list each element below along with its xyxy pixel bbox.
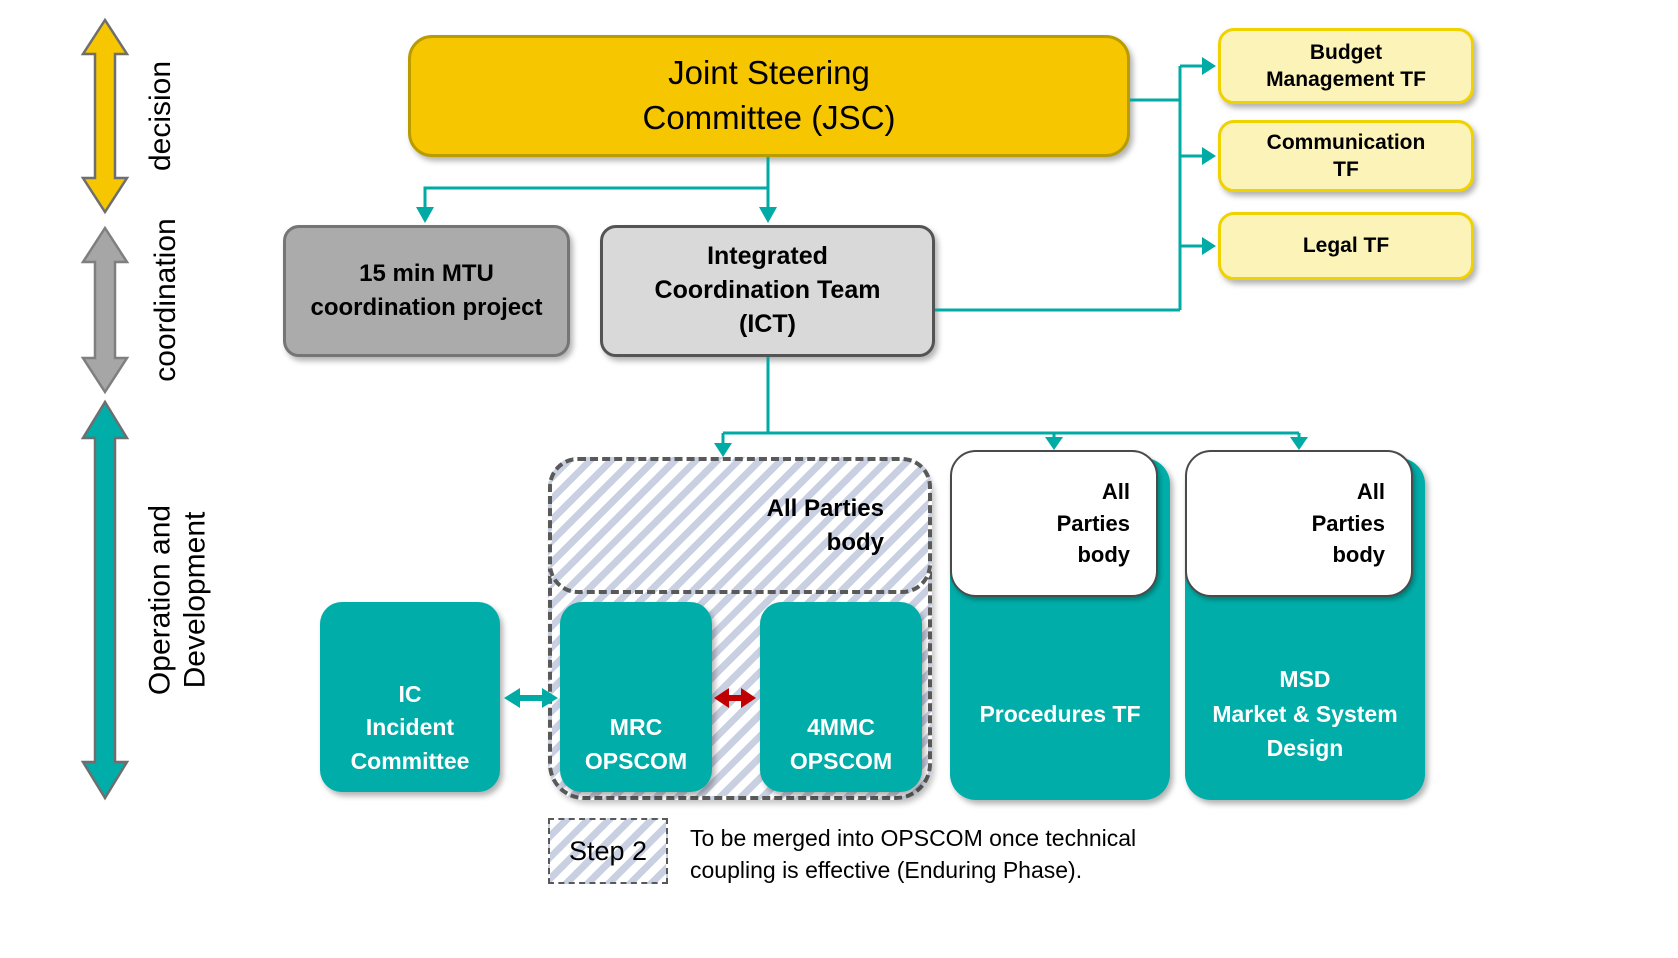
arrowhead-into-hatched-box [714,443,732,457]
arrowhead-into-legal-tf [1202,237,1216,255]
budget-management-tf-label: Budget Management TF [1266,40,1426,91]
ict-label: Integrated Coordination Team (ICT) [654,242,881,338]
procedures-tf-label: Procedures TF [979,700,1141,727]
4mmc-opscom-box: 4MMC OPSCOM [760,602,922,792]
rail-label-coordination: coordination [148,218,182,382]
arrowhead-into-budget-tf [1202,57,1216,75]
incident-committee-label: IC Incident Committee [350,680,470,774]
coordination-double-arrow [80,225,130,395]
mrc-opscom-box: MRC OPSCOM [560,602,712,792]
legal-tf-box: Legal TF [1218,212,1474,280]
decision-double-arrow [80,17,130,215]
rail-label-operation-development: Operation and Development [143,504,212,696]
4mmc-opscom-label: 4MMC OPSCOM [789,714,893,774]
msd-all-parties-body-label: All Parties body [1311,478,1385,568]
arrowhead-into-ict [759,207,777,223]
communication-tf-label: Communication TF [1266,130,1426,181]
procedures-all-parties-body-box: All Parties body [950,450,1158,597]
legend-step2-label: Step 2 [568,835,648,866]
mtu-coordination-project-box: 15 min MTU coordination project [283,225,570,357]
mtu-coordination-project-label: 15 min MTU coordination project [310,260,543,321]
legend-step2-box: Step 2 [548,818,668,884]
arrowhead-into-mtu [416,207,434,223]
mrc-opscom-label: MRC OPSCOM [584,714,688,774]
all-parties-body-hatched-box: All Parties body [548,457,932,594]
legal-tf-label: Legal TF [1302,234,1390,258]
all-parties-body-hatched-label: All Parties body [766,494,884,556]
connector-jsc-to-mtu [423,186,768,207]
procedures-all-parties-body-label: All Parties body [1056,478,1130,568]
budget-management-tf-box: Budget Management TF [1218,28,1474,104]
communication-tf-box: Communication TF [1218,120,1474,192]
legend-caption: To be merged into OPSCOM once technical … [690,825,1137,884]
msd-label: MSD Market & System Design [1212,666,1398,762]
incident-committee-box: IC Incident Committee [320,602,500,792]
rail-label-decision: decision [143,60,177,172]
ict-box: Integrated Coordination Team (ICT) [600,225,935,357]
operation-development-double-arrow [80,399,130,801]
msd-all-parties-body-box: All Parties body [1185,450,1413,597]
arrowhead-into-msd [1290,437,1308,450]
ic-mrc-double-arrow-left-head [504,688,520,708]
jsc-label: Joint Steering Committee (JSC) [642,54,896,136]
arrowhead-into-communication-tf [1202,147,1216,165]
jsc-box: Joint Steering Committee (JSC) [408,35,1130,157]
arrowhead-into-procedures [1045,437,1063,450]
